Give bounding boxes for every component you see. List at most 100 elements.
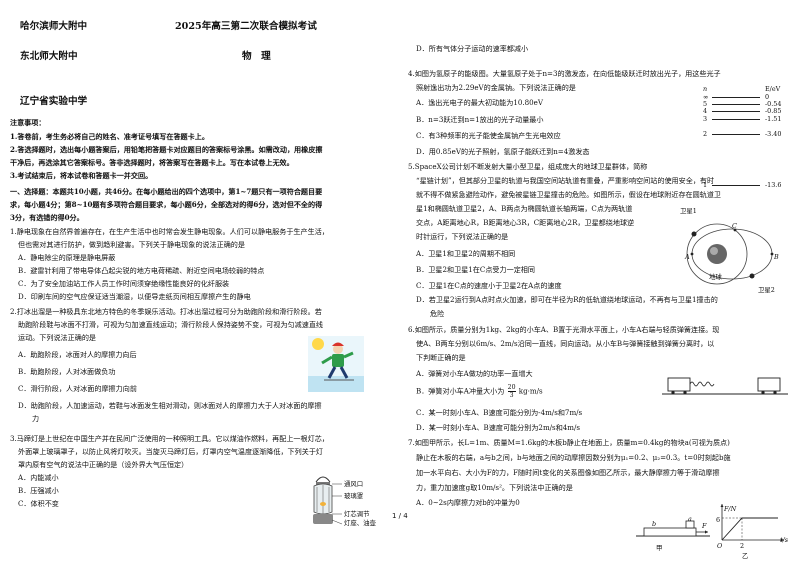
cart-b-body (757, 377, 781, 392)
block-a (685, 520, 695, 529)
q1-stem-1: 1.静电现象在自然界普遍存在，在生产生活中也时常会发生静电现象。人们可以静电服务… (10, 227, 329, 236)
lantern-label-glass: 玻璃罩 (344, 492, 364, 500)
q5-stem-1: 5.SpaceX公司计划不断发射大量小型卫星，组成庞大的地球卫星群体，简称 (408, 162, 648, 171)
lantern-illustration (313, 476, 343, 525)
q6-option-c: C．某一时刻小车A、B速度可能分别为-4m/s和7m/s (416, 408, 583, 417)
label-f: F (702, 522, 707, 530)
level-e-3: -1.51 (765, 115, 782, 123)
level-n-4: 4 (703, 107, 708, 115)
point-c (733, 228, 737, 232)
q5-option-d-1: D．若卫星2运行到A点时点火加速，即可在半径为R的低轨道绕地球运动，不再有与卫星… (416, 295, 718, 304)
orbit-label-sat1: 卫星1 (680, 207, 697, 215)
q5-stem-5: 交点，A距离地心R，B距离地心3R，C距离地心2R，卫星都绕地球逆 (416, 218, 635, 227)
q5-option-d-2: 危险 (430, 309, 445, 318)
cart-a-body (667, 377, 691, 392)
board-block-diagram (636, 520, 710, 537)
spring (689, 381, 715, 387)
q4-stem-2: 照射逸出功为2.29eV的金属钠。下列说法正确的是 (416, 83, 576, 92)
q2-option-a: A．助跑阶段，冰面对人的摩擦力向后 (18, 350, 137, 359)
q4-stem-1: 4.如图为氢原子的能级图。大量氢原子处于n=3的激发态，在向低能级跃迁时放出光子… (408, 69, 721, 78)
section-intro-2: 求，每小题4分；第8~10题有多项符合题目要求，每小题6分，全部选对的得6分，选… (10, 200, 323, 209)
lantern-label-wick: 灯芯调节 (344, 510, 370, 518)
q3-stem-1: 3.马蹄灯是上世纪在中国生产并在民间广泛使用的一种照明工具。它以煤油作燃料，再配… (10, 434, 329, 443)
ellipse-orbit-sat2 (691, 228, 773, 280)
q6-option-a: A．弹簧对小车A做功的功率一直增大 (416, 369, 533, 378)
level-e-5: -0.54 (765, 100, 782, 108)
q7-stem-3: 加一水平向右、大小为F的力，F随时间t变化的关系图像如图乙所示，最大静摩擦力等于… (416, 468, 720, 477)
level-n-3: 3 (703, 115, 708, 123)
q6-stem-2: 使A、B两车分别以6m/s、2m/s沿同一直线，同向运动。从小车B与弹簧接触到弹… (416, 339, 715, 348)
level-line-3 (712, 119, 760, 120)
orbit-label-a: A (685, 253, 690, 261)
orbit-label-sat2: 卫星2 (758, 286, 775, 294)
q7-option-a: A．0~2s内摩擦力对b的冲量为0 (416, 498, 520, 507)
page-number: 1 / 4 (392, 512, 408, 520)
skater-illustration (308, 336, 364, 392)
q6-option-b-prefix: B．弹簧对小车A冲量大小为 (416, 386, 505, 396)
q4-option-a: A．逸出光电子的最大初动能为10.80eV (416, 98, 543, 107)
origin-label: O (717, 542, 723, 550)
orbit-label-b: B (774, 253, 779, 261)
satellite-2 (749, 273, 755, 279)
q3-option-d: D．所有气体分子运动的速率都减小 (416, 44, 529, 53)
q2-stem-3: 运动。下列说法正确的是 (18, 333, 97, 342)
q4-option-c: C．有3种频率的光子能使金属钠产生光电效应 (416, 131, 561, 140)
orbit-label-c: C (732, 222, 737, 230)
tick-6: 6 (716, 516, 721, 524)
point-b (770, 252, 774, 256)
q3-stem-2: 外面罩上玻璃罩子，以防止风将灯吹灭。当旋灭马蹄灯后，灯罩内空气温度逐渐降低，下列… (18, 447, 324, 456)
q2-option-b: B．助跑阶段，人对冰面做负功 (18, 367, 116, 376)
school-name-1: 哈尔滨师大附中 (20, 21, 88, 32)
q5-stem-6: 时针运行，下列说法正确的是 (416, 232, 509, 241)
orbit-label-earth: 地球 (709, 273, 722, 281)
level-n-1: 1 (703, 181, 708, 189)
level-line-1 (712, 185, 760, 186)
label-b: b (652, 520, 657, 528)
notice-title: 注意事项： (10, 118, 46, 127)
label-a: a (688, 515, 692, 523)
q1-option-d: D．印刷车间的空气应保证适当潮湿，以便导走纸页间相互摩擦产生的静电 (18, 292, 251, 301)
q6-fraction-numerator: 20 (507, 384, 516, 392)
q5-option-a: A．卫星1和卫星2的周期不相同 (416, 249, 516, 258)
circular-orbit-sat1 (686, 223, 748, 285)
level-e-1: -13.6 (765, 181, 782, 189)
level-line-5 (712, 104, 760, 105)
level-e-inf: 0 (765, 93, 770, 101)
q2-stem-2: 助跑阶段鞋与冰面不打滑，可视为匀加速直线运动；滑行阶段人保持姿势不变，可视为匀减… (18, 320, 324, 329)
level-n-2: 2 (703, 130, 708, 138)
force-time-graph (720, 504, 784, 542)
q1-option-b: B．避雷针利用了带电导体凸起尖锐的地方电荷稀疏、附近空间电场较弱的特点 (18, 266, 265, 275)
q1-option-a: A．静电除尘的原理是静电屏蔽 (18, 253, 116, 262)
fig-label-jia: 甲 (656, 544, 663, 552)
q6-fraction-denominator: 3 (509, 392, 514, 399)
notice-item-1: 1.答卷前，考生务必将自己的姓名、准考证号填写在答题卡上。 (10, 132, 209, 141)
q2-option-c: C．滑行阶段，人对冰面的摩擦力向前 (18, 384, 137, 393)
energy-axis-e: E/eV (765, 85, 781, 93)
q5-option-b: B．卫星2和卫星1在C点受力一定相同 (416, 265, 535, 274)
q5-option-c: C．卫星1在C点的速度小于卫星2在A点的速度 (416, 281, 562, 290)
carts-spring-diagram (662, 377, 788, 395)
school-name-3: 辽宁省实验中学 (20, 96, 88, 107)
q6-fraction: 20 3 (507, 384, 516, 399)
tick-2: 2 (740, 542, 745, 550)
q5-stem-3: 就不得不做紧急避险动作，避免被星链卫星撞击的危险。如图所示，假设在地球附近存在圆… (416, 190, 722, 199)
earth-circle (707, 244, 727, 264)
q2-stem-1: 2.打冰出溜是一种极具东北地方特色的冬季娱乐活动。打冰出溜过程可分为助跑阶段和滑… (10, 307, 322, 316)
section-intro-1: 一、选择题：本题共10小题，共46分。在每小题给出的四个选项中，第1~7题只有一… (10, 187, 323, 196)
level-n-5: 5 (703, 100, 708, 108)
level-line-2 (712, 134, 760, 135)
lantern-label-base: 灯座、油壶 (344, 519, 376, 527)
q6-stem-1: 6.如图所示，质量分别为1kg、2kg的小车A、B置于光滑水平面上，小车A右端与… (408, 325, 720, 334)
q6-option-b-unit: kg·m/s (518, 386, 543, 396)
q3-option-a: A．内能减小 (18, 473, 59, 482)
q2-option-d-2: 力 (32, 414, 40, 423)
q4-option-d: D．用0.85eV的光子照射，氢原子能跃迁到n=4激发态 (416, 147, 590, 156)
axis-t-label: t/s (780, 536, 789, 544)
level-e-2: -3.40 (765, 130, 782, 138)
q3-option-c: C．体积不变 (18, 499, 59, 508)
point-a (690, 252, 694, 256)
fig-label-yi: 乙 (742, 552, 749, 560)
f-t-line (721, 517, 778, 541)
level-n-inf: ∞ (703, 93, 709, 101)
